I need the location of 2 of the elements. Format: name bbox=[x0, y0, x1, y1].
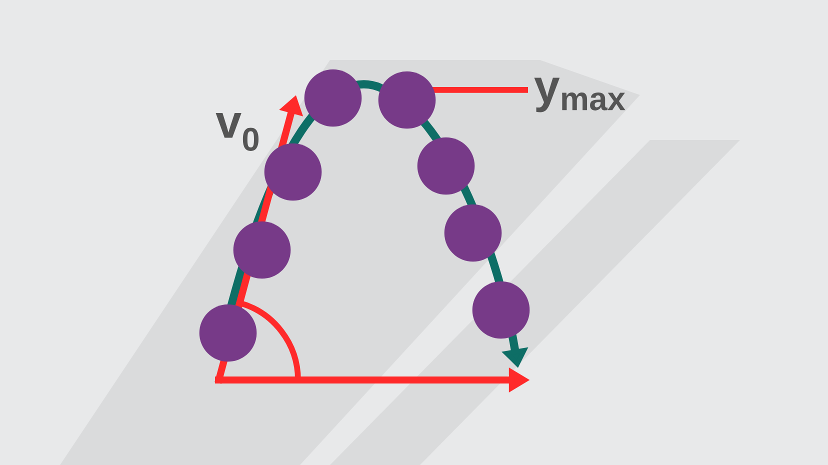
axis-label: v$_{0}$ bbox=[216, 113, 259, 151]
axis-label: y$_{max}$ bbox=[534, 78, 626, 112]
